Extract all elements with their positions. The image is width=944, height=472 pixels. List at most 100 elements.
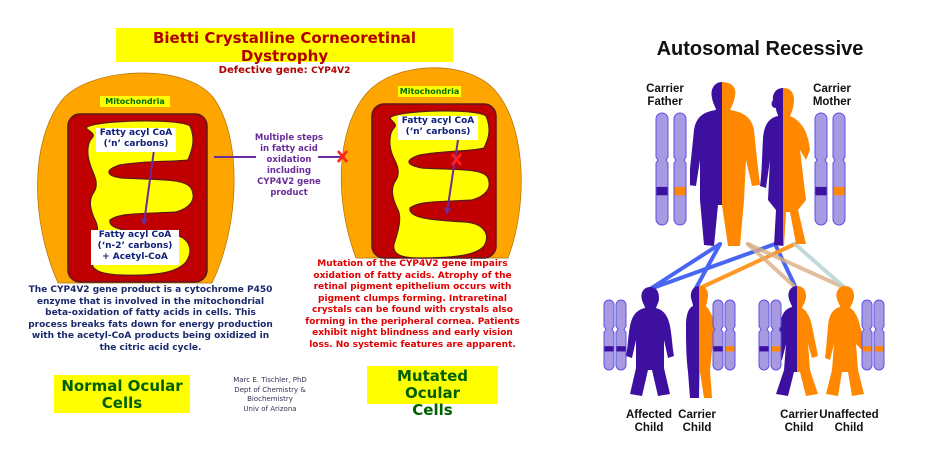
normal-cell-caption: The CYP4V2 gene product is a cytochrome …	[28, 285, 273, 353]
pathway-note-line6: product	[270, 188, 308, 198]
child-3-chromosome-pair	[758, 299, 782, 371]
normal-mitochondria-label: Mitochondria	[100, 96, 170, 107]
normal-substrate-line1: Fatty acyl CoA	[99, 128, 173, 138]
affected-allele-band	[604, 346, 614, 352]
line-father-normal-to-unaffected-child	[746, 242, 847, 290]
carrier-father-silhouette	[690, 82, 760, 246]
mutated-substrate-line1: Fatty acyl CoA	[401, 116, 475, 126]
line-mother-normal-to-unaffected-child	[793, 242, 847, 290]
pathway-note-line2: in fatty acid	[260, 144, 318, 154]
normal-product-line2: (‘n-2’ carbons)	[97, 241, 173, 251]
child2-label-line2: Child	[682, 422, 712, 434]
normal-oxidation-arrow	[140, 149, 155, 226]
mutated-cell-cristae	[389, 110, 490, 259]
unaffected-child-label: Unaffected Child	[818, 409, 880, 435]
normal-allele-band	[725, 346, 735, 352]
diagram-title: Bietti Crystalline Corneoretinal Dystrop…	[152, 29, 417, 65]
pathway-block-icon	[336, 150, 349, 163]
line-father-normal-to-carrier-child-2	[746, 242, 798, 290]
chromosome	[724, 299, 736, 371]
line-father-affected-to-affected-child	[648, 242, 722, 291]
chromosome	[814, 112, 828, 226]
mutated-label-line1: Mutated Ocular	[397, 367, 468, 402]
child4-label-line1: Unaffected	[819, 409, 879, 421]
pathway-note-line4: including	[266, 166, 312, 176]
normal-allele-band	[771, 346, 781, 352]
chromosome	[758, 299, 770, 371]
mutated-ocular-cells-label: Mutated Ocular Cells	[367, 366, 498, 419]
chromosome	[673, 112, 687, 226]
pathway-note: Multiple steps in fatty acid oxidation i…	[234, 133, 344, 199]
normal-substrate-line2: (‘n’ carbons)	[103, 139, 169, 149]
normal-substrate-label: Fatty acyl CoA (‘n’ carbons)	[96, 128, 176, 152]
defective-gene-name: CYP4V2	[311, 66, 351, 76]
child2-label-line1: Carrier	[678, 409, 716, 421]
carrier-mother-silhouette	[760, 88, 810, 246]
mutated-oxidation-arrow	[443, 139, 459, 215]
normal-label-line1: Normal Ocular	[61, 377, 183, 395]
normal-allele-band	[833, 186, 845, 196]
normal-allele-band	[862, 346, 872, 352]
mutated-mitochondrion	[340, 67, 522, 259]
affected-child-silhouette	[626, 287, 674, 396]
author-line4: Univ of Arizona	[243, 404, 297, 413]
carrier-child-1-label: Carrier Child	[675, 409, 719, 435]
father-label-line1: Carrier	[646, 83, 684, 95]
carrier-mother-label: Carrier Mother	[804, 83, 860, 109]
mutated-label-line2: Cells	[412, 401, 453, 419]
mutated-arrow-block-icon	[450, 153, 463, 166]
affected-allele-band	[815, 186, 827, 196]
father-label-line2: Father	[647, 96, 683, 108]
author-credit: Marc E. Tischler, PhD Dept of Chemistry …	[220, 376, 320, 414]
author-line2: Dept of Chemistry &	[234, 385, 306, 394]
chromosome	[603, 299, 615, 371]
chromosome	[770, 299, 782, 371]
normal-label-line2: Cells	[101, 394, 143, 412]
child-2-chromosome-pair	[712, 299, 736, 371]
child3-label-line2: Child	[784, 422, 814, 434]
carrier-child-1-silhouette	[686, 286, 716, 398]
normal-allele-band	[874, 346, 884, 352]
unaffected-child-silhouette	[825, 286, 864, 396]
child-4-chromosome-pair	[861, 299, 885, 371]
chromosome	[712, 299, 724, 371]
child1-label-line2: Child	[634, 422, 664, 434]
affected-allele-band	[759, 346, 769, 352]
chromosome	[615, 299, 627, 371]
normal-product-label: Fatty acyl CoA (‘n-2’ carbons) + Acetyl-…	[91, 230, 179, 265]
child4-label-line2: Child	[834, 422, 864, 434]
affected-allele-band	[616, 346, 626, 352]
pathway-note-line5: CYP4V2 gene	[257, 177, 321, 187]
pathway-note-line1: Multiple steps	[254, 133, 324, 143]
carrier-child-2-silhouette	[776, 286, 818, 396]
affected-allele-band	[713, 346, 723, 352]
inheritance-title: Autosomal Recessive	[656, 38, 864, 60]
author-line1: Marc E. Tischler, PhD	[233, 376, 307, 384]
chromosome	[655, 112, 669, 226]
mutated-mitochondria-label: Mitochondria	[398, 86, 461, 97]
mother-label-line2: Mother	[812, 96, 852, 108]
defective-gene-label: Defective gene: CYP4V2	[116, 65, 453, 77]
normal-product-line1: Fatty acyl CoA	[98, 230, 172, 240]
normal-allele-band	[674, 186, 686, 196]
mutated-substrate-line2: (‘n’ carbons)	[405, 127, 471, 137]
affected-allele-band	[656, 186, 668, 196]
defective-gene-prefix: Defective gene:	[218, 65, 312, 76]
mutated-cell-caption: Mutation of the CYP4V2 gene impairs oxid…	[305, 259, 520, 350]
chromosome-pairs	[603, 112, 885, 371]
child3-label-line1: Carrier	[780, 409, 818, 421]
child-1-chromosome-pair	[603, 299, 627, 371]
parent-1-chromosome-pair	[655, 112, 687, 226]
carrier-child-2-label: Carrier Child	[777, 409, 821, 435]
line-mother-normal-to-carrier-child-1	[698, 242, 797, 290]
diagram-title-box: Bietti Crystalline Corneoretinal Dystrop…	[116, 28, 453, 76]
mother-label-line1: Carrier	[813, 83, 851, 95]
author-line3: Biochemistry	[247, 395, 293, 403]
carrier-father-label: Carrier Father	[640, 83, 690, 109]
chromosome	[873, 299, 885, 371]
child1-label-line1: Affected	[625, 409, 672, 421]
inheritance-lines	[648, 242, 847, 291]
pathway-note-line3: oxidation	[266, 155, 312, 165]
chromosome	[861, 299, 873, 371]
affected-child-label: Affected Child	[624, 409, 674, 435]
